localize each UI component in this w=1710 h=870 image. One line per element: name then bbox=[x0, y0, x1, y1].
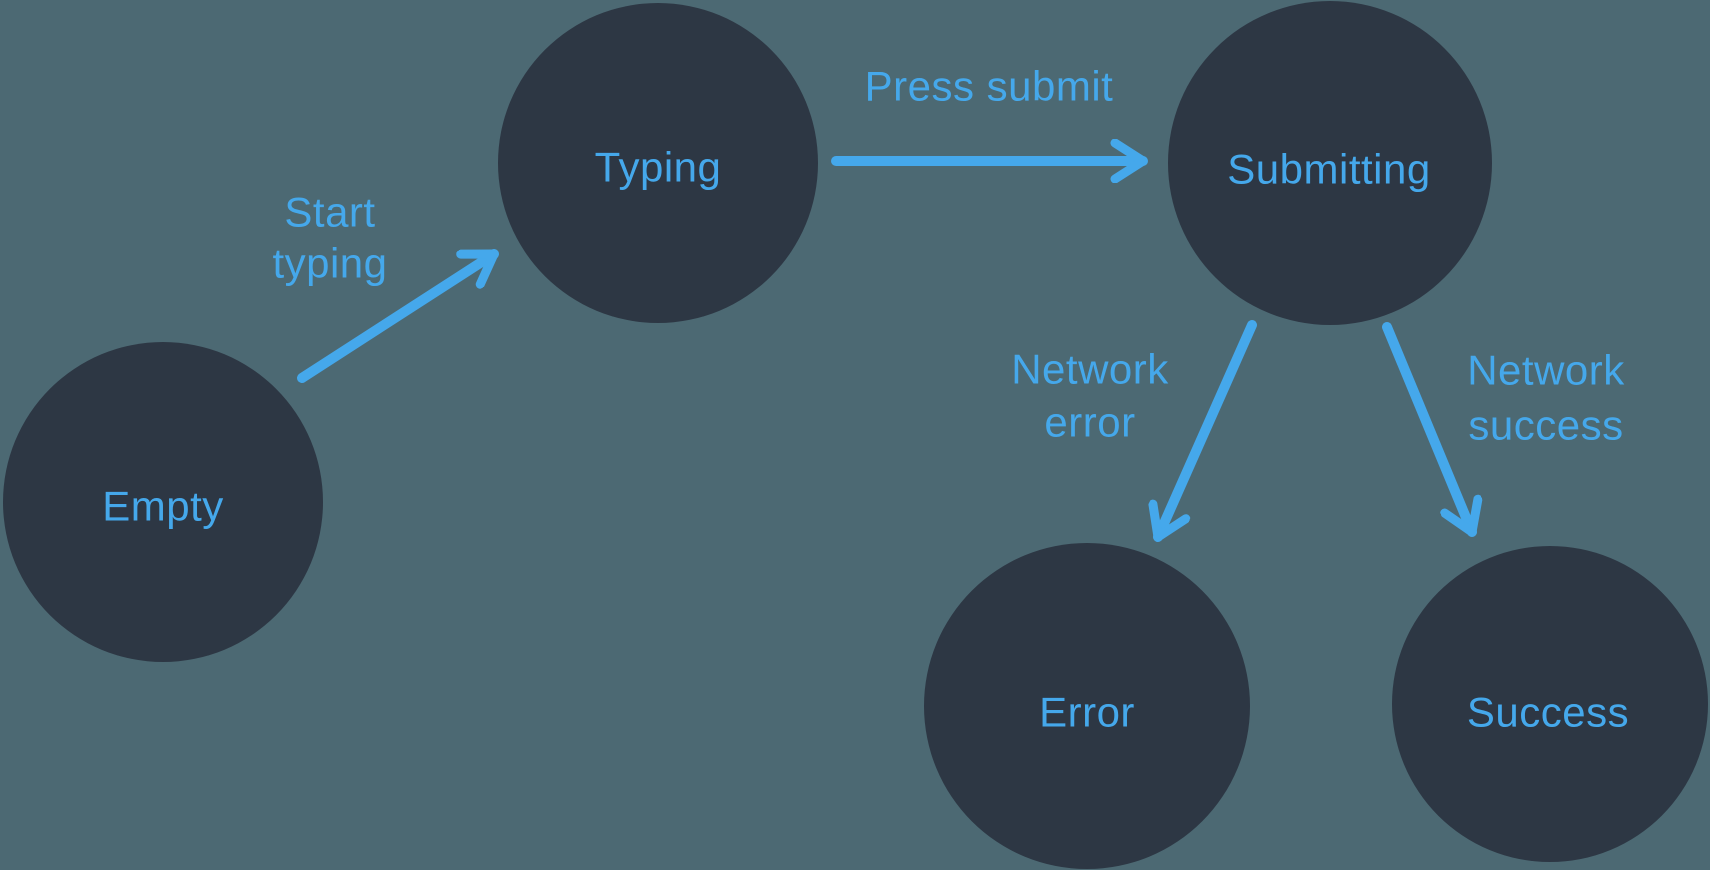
state-node-error: Error bbox=[924, 543, 1250, 869]
state-node-success: Success bbox=[1392, 546, 1708, 862]
edge-arrow-start-typing bbox=[297, 249, 499, 383]
edge-network-success: Network success bbox=[1382, 322, 1625, 537]
state-circle-submitting bbox=[1168, 1, 1492, 325]
state-label-error: Error bbox=[1039, 689, 1135, 736]
state-circle-error bbox=[924, 543, 1250, 869]
edge-label-start-typing-line2: typing bbox=[272, 240, 387, 287]
state-node-typing: Typing bbox=[498, 3, 818, 323]
state-circle-success bbox=[1392, 546, 1708, 862]
edge-label-network-success-line2: success bbox=[1468, 402, 1623, 449]
state-node-empty: Empty bbox=[3, 342, 323, 662]
edge-label-network-success-line1: Network bbox=[1467, 347, 1625, 394]
state-label-submitting: Submitting bbox=[1227, 146, 1430, 193]
state-label-empty: Empty bbox=[102, 483, 224, 530]
edge-label-start-typing-line1: Start bbox=[284, 189, 375, 236]
state-label-typing: Typing bbox=[595, 144, 722, 191]
edge-arrow-network-error bbox=[1158, 320, 1257, 542]
edge-label-network-error-line2: error bbox=[1044, 399, 1135, 446]
state-circle-empty bbox=[3, 342, 323, 662]
edge-label-press-submit: Press submit bbox=[865, 63, 1114, 110]
edge-start-typing: Start typing bbox=[272, 189, 499, 383]
edge-network-error: Network error bbox=[1011, 320, 1257, 542]
state-node-submitting: Submitting bbox=[1168, 1, 1492, 325]
state-label-success: Success bbox=[1467, 689, 1629, 736]
edge-press-submit: Press submit bbox=[831, 63, 1148, 162]
edge-label-network-error-line1: Network bbox=[1011, 346, 1169, 393]
state-circle-typing bbox=[498, 3, 818, 323]
edge-arrow-network-success bbox=[1382, 322, 1472, 537]
